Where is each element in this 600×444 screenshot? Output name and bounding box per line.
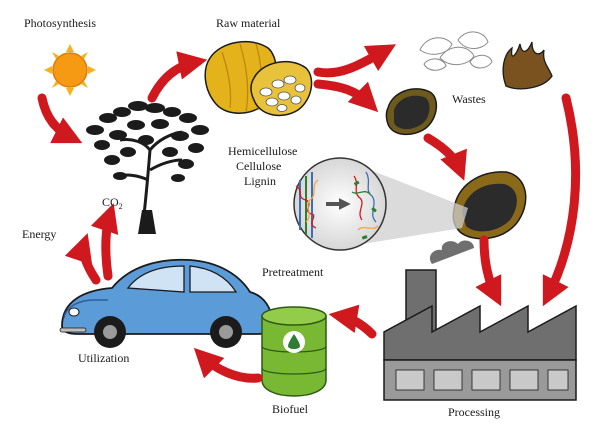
cacao-husk-icon [385, 88, 438, 136]
label-lignin: Lignin [244, 174, 276, 188]
arrow-fiber-to-factory [542, 93, 581, 307]
label-utilization: Utilization [78, 351, 129, 365]
label-co2-subscript: 2 [119, 202, 123, 211]
label-biofuel: Biofuel [272, 402, 309, 416]
arrow-sun-to-tree [37, 93, 83, 144]
label-co2: CO2 [102, 195, 123, 211]
waste-pile-icon [419, 31, 493, 71]
factory-icon [383, 240, 577, 401]
cycle-arrows [37, 44, 581, 383]
arrow-factory-to-barrel [328, 304, 377, 339]
lignocellulose-structure-icon [293, 157, 387, 251]
arrow-raw-to-waste-husk [313, 79, 379, 113]
arrow-car-to-co2 [90, 203, 119, 281]
label-photosynthesis: Photosynthesis [24, 16, 96, 30]
arrow-barrel-to-car [193, 347, 263, 383]
car-icon [59, 258, 273, 348]
sun-icon [44, 44, 96, 96]
cacao-pod-icon [204, 40, 313, 117]
arrow-tree-to-raw [147, 51, 208, 103]
label-pretreatment: Pretreatment [262, 265, 324, 279]
tree-icon [86, 101, 209, 234]
waste-fiber-icon [502, 41, 553, 90]
fuel-barrel-icon [261, 306, 327, 397]
arrow-husk-to-large-husk [423, 133, 467, 181]
label-raw-material: Raw material [216, 16, 281, 30]
label-hemicellulose: Hemicellulose [228, 144, 297, 158]
arrow-car-to-energy [64, 233, 101, 285]
label-cellulose: Cellulose [236, 159, 281, 173]
arrow-raw-to-waste-shells [313, 44, 397, 78]
label-co2-main: CO [102, 195, 119, 209]
label-wastes: Wastes [452, 92, 486, 106]
arrow-husk-to-factory [475, 235, 502, 307]
cacao-husk-large-icon [452, 171, 527, 240]
label-energy: Energy [22, 227, 56, 241]
label-processing: Processing [448, 405, 500, 419]
